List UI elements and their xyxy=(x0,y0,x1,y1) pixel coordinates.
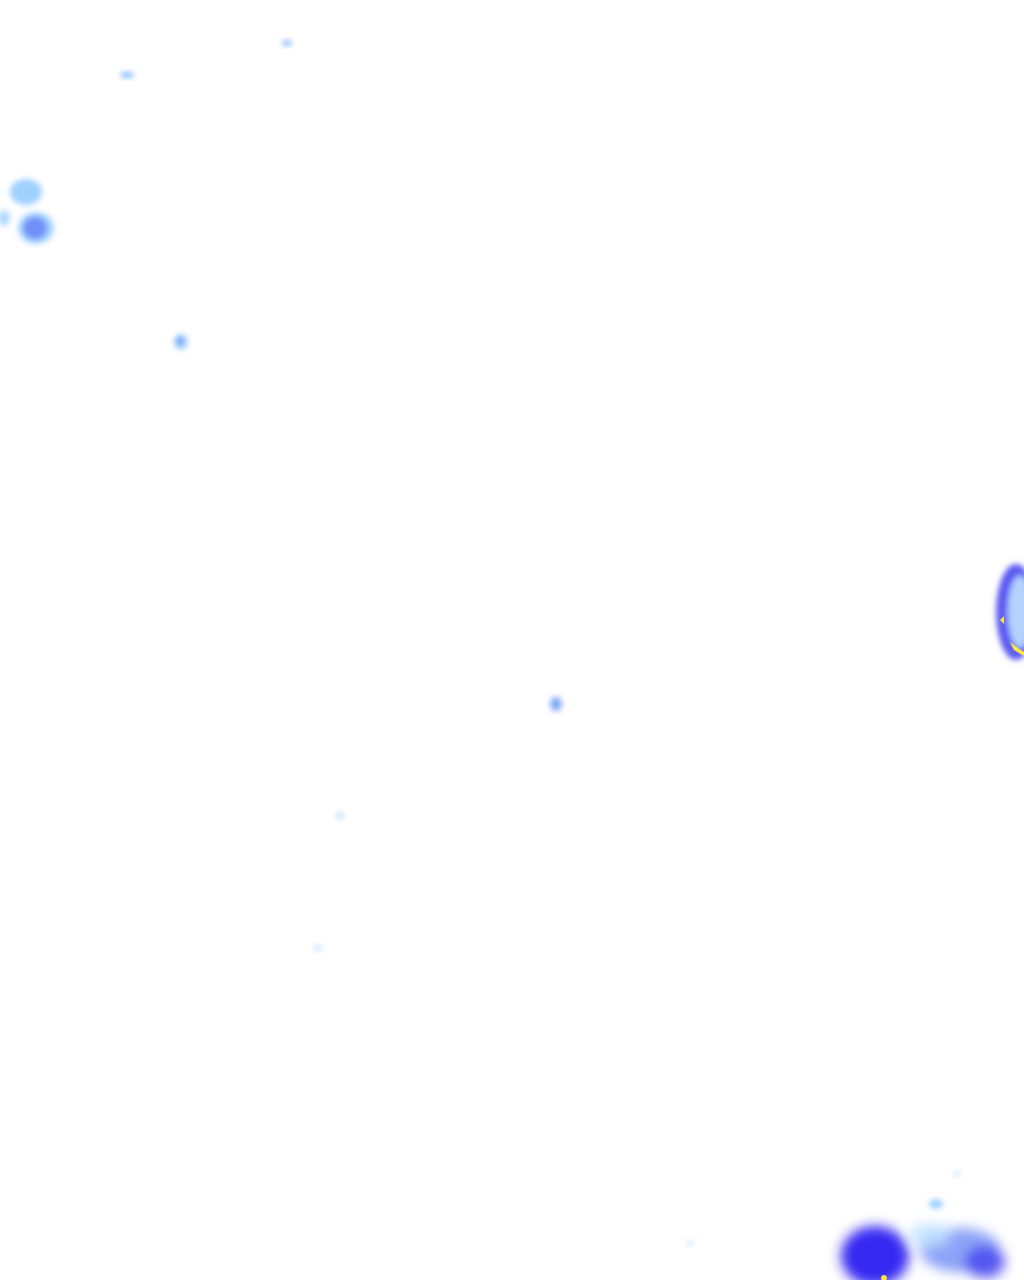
echo-speck-lower-center xyxy=(336,812,344,820)
echo-speck-upper-left xyxy=(174,334,188,350)
echo-cell-top-left-moderate xyxy=(18,212,54,244)
echo-cell-right-edge xyxy=(996,564,1024,660)
echo-speck-top-left xyxy=(120,72,134,78)
echo-speck-lower-left xyxy=(314,945,322,951)
echo-speck-top xyxy=(282,40,292,46)
echo-speck-center xyxy=(550,697,562,711)
echo-cluster-bottom-right xyxy=(686,1171,1005,1280)
echo-cell-top-left-light xyxy=(0,179,42,226)
